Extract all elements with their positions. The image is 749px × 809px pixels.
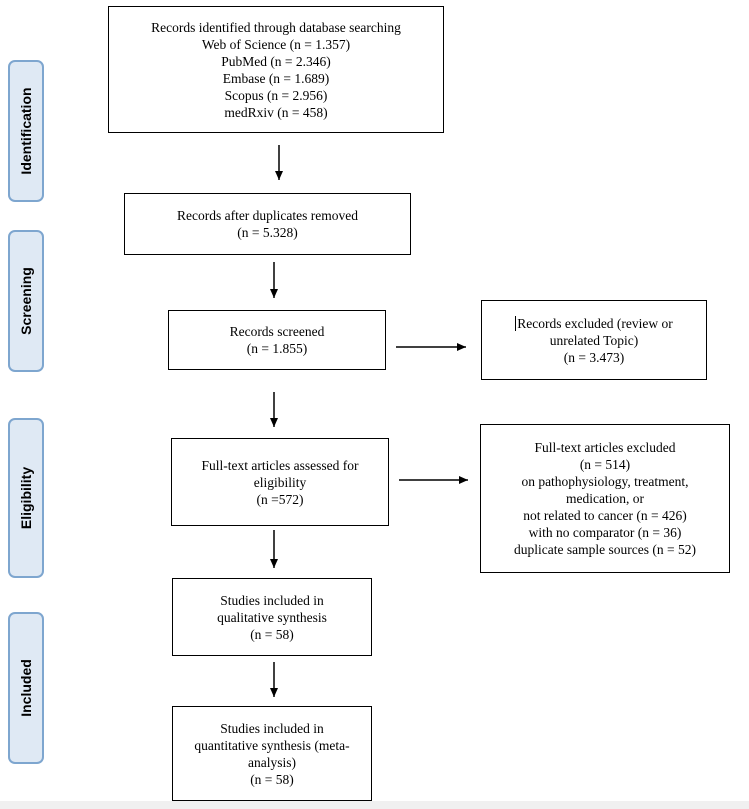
duplicates-removed-title: Records after duplicates removed: [176, 208, 359, 223]
screened-title: Records screened: [229, 324, 325, 339]
quantitative-line1: Studies included in: [220, 720, 324, 736]
quantitative-count: (n = 58): [250, 771, 294, 787]
identified-records-box: Records identified through database sear…: [108, 6, 444, 133]
fulltext-excluded-reason5: duplicate sample sources (n = 52): [514, 542, 696, 557]
stage-eligibility: Eligibility: [8, 418, 44, 578]
qualitative-synthesis-box: Studies included in qualitative synthesi…: [172, 578, 372, 656]
identified-medrxiv: medRxiv (n = 458): [224, 104, 328, 120]
qualitative-line1: Studies included in: [220, 592, 324, 608]
fulltext-excluded-reason3: not related to cancer (n = 426): [523, 508, 687, 523]
quantitative-line3: analysis): [248, 754, 296, 770]
fulltext-excluded-reason4: with no comparator (n = 36): [528, 525, 682, 540]
fulltext-assessed-box: Full-text articles assessed for eligibil…: [171, 438, 389, 526]
screened-count: (n = 1.855): [246, 341, 308, 356]
bottom-shade: [0, 801, 749, 809]
excluded-screening-count: (n = 3.473): [563, 349, 625, 365]
fulltext-excluded-reason1: on pathophysiology, treatment,: [521, 474, 689, 489]
quantitative-line2: quantitative synthesis (meta-: [194, 737, 350, 753]
quantitative-synthesis-box: Studies included in quantitative synthes…: [172, 706, 372, 801]
identified-scopus: Scopus (n = 2.956): [224, 87, 328, 103]
identified-title: Records identified through database sear…: [151, 19, 401, 35]
excluded-screening-box: Records excluded (review or unrelated To…: [481, 300, 707, 380]
fulltext-excluded-title: Full-text articles excluded: [534, 440, 676, 455]
stage-included: Included: [8, 612, 44, 764]
fulltext-assessed-line2: eligibility: [253, 474, 307, 490]
fulltext-assessed-count: (n =572): [256, 491, 304, 507]
fulltext-excluded-count: (n = 514): [579, 457, 631, 472]
fulltext-excluded-reason2: medication, or: [566, 491, 644, 506]
excluded-screening-line2: unrelated Topic): [549, 332, 639, 348]
duplicates-removed-box: Records after duplicates removed (n = 5.…: [124, 193, 411, 255]
duplicates-removed-count: (n = 5.328): [237, 225, 298, 240]
fulltext-assessed-line1: Full-text articles assessed for: [201, 457, 359, 473]
excluded-screening-line1: Records excluded (review or: [515, 315, 673, 332]
identified-embase: Embase (n = 1.689): [222, 70, 330, 86]
fulltext-excluded-box: Full-text articles excluded (n = 514) on…: [480, 424, 730, 573]
stage-screening: Screening: [8, 230, 44, 372]
excluded-screening-line1-text: Records excluded (review or: [517, 315, 673, 331]
qualitative-count: (n = 58): [250, 626, 294, 642]
qualitative-line2: qualitative synthesis: [217, 609, 327, 625]
identified-pubmed: PubMed (n = 2.346): [221, 53, 331, 69]
stage-identification: Identification: [8, 60, 44, 202]
screened-box: Records screened (n = 1.855): [168, 310, 386, 370]
identified-wos: Web of Science (n = 1.357): [201, 36, 351, 52]
